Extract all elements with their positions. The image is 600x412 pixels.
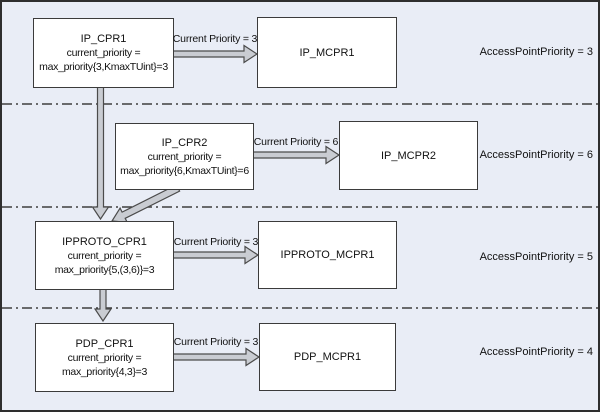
arrow-ipproto-cpr1-to-ipproto-mcpr1	[171, 245, 260, 265]
node-ipproto-mcpr1: IPPROTO_MCPR1	[258, 221, 397, 289]
node-detail: current_priority =	[66, 47, 141, 59]
node-detail: max_priority{4,3}=3	[61, 365, 148, 378]
node-title: IP_MCPR2	[380, 149, 437, 162]
access-point-priority-band4: AccessPointPriority = 4	[479, 346, 593, 358]
node-detail: current_priority =	[147, 150, 222, 163]
arrow-pdp-cpr1-to-pdp-mcpr1	[171, 347, 261, 367]
node-pdp-cpr1: PDP_CPR1 current_priority = max_priority…	[35, 323, 174, 392]
access-point-priority-band2: AccessPointPriority = 6	[479, 149, 593, 161]
arrow-label-band2: Current Priority = 6	[253, 136, 339, 148]
node-title: IP_CPR1	[80, 33, 127, 45]
access-point-priority-band3: AccessPointPriority = 5	[479, 251, 593, 263]
node-ip-mcpr2: IP_MCPR2	[339, 121, 478, 190]
access-point-priority-band1: AccessPointPriority = 3	[479, 46, 593, 58]
node-title: IPPROTO_CPR1	[62, 235, 147, 248]
node-title: IP_MCPR1	[299, 46, 355, 59]
node-ip-cpr2: IP_CPR2 current_priority = max_priority{…	[115, 123, 254, 190]
arrow-ip-cpr1-to-ipproto-cpr1	[91, 83, 110, 221]
arrow-label-band1: Current Priority = 3	[172, 33, 258, 45]
node-pdp-mcpr1: PDP_MCPR1	[259, 323, 396, 391]
arrow-ip-cpr2-to-ip-mcpr2	[251, 145, 341, 165]
node-detail: max_priority{3,KmaxTUint}=3	[39, 61, 168, 73]
arrow-label-band3: Current Priority = 3	[173, 236, 259, 248]
node-ipproto-cpr1: IPPROTO_CPR1 current_priority = max_prio…	[35, 221, 174, 290]
node-title: PDP_CPR1	[75, 337, 134, 350]
node-ip-cpr1: IP_CPR1 current_priority = max_priority{…	[33, 18, 174, 88]
node-title: IP_CPR2	[161, 136, 208, 149]
arrow-ip-cpr1-to-ip-mcpr1	[171, 44, 259, 64]
node-title: IPPROTO_MCPR1	[280, 249, 375, 261]
arrow-ipproto-cpr1-to-pdp-cpr1	[93, 285, 113, 323]
node-detail: max_priority{5,(3,6)}=3	[54, 263, 155, 276]
node-detail: current_priority =	[67, 249, 142, 262]
node-title: PDP_MCPR1	[293, 351, 362, 363]
arrow-ip-cpr2-to-ipproto-cpr1	[110, 184, 181, 224]
node-detail: max_priority{6,KmaxTUint}=6	[120, 164, 249, 177]
node-detail: current_priority =	[67, 351, 142, 364]
node-ip-mcpr1: IP_MCPR1	[257, 17, 397, 88]
arrow-label-band4: Current Priority = 3	[173, 336, 259, 348]
